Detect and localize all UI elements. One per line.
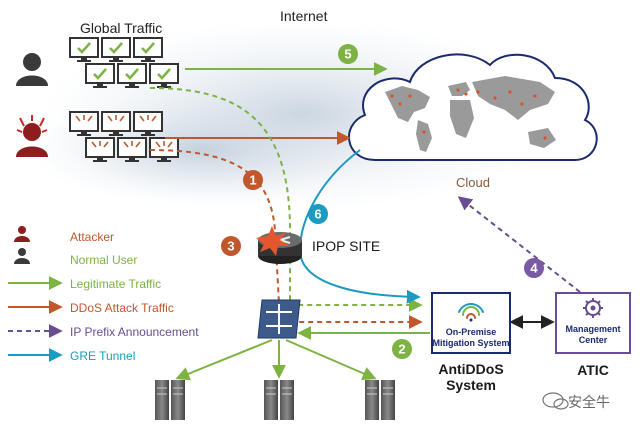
step-number: 4 bbox=[530, 261, 538, 276]
step-1-badge: 1 bbox=[243, 170, 263, 190]
step-number: 5 bbox=[344, 47, 351, 62]
management-center-box bbox=[555, 292, 631, 354]
step-5-badge: 5 bbox=[338, 44, 358, 64]
legend-ip-prefix: IP Prefix Announcement bbox=[70, 325, 199, 339]
switch-to-server-3 bbox=[285, 339, 377, 380]
step-6-badge: 6 bbox=[308, 204, 328, 224]
mitigation-line-1: On-Premise bbox=[445, 327, 497, 337]
step-3-badge: 3 bbox=[221, 236, 241, 256]
attacked-monitor-icon bbox=[133, 111, 163, 136]
attacked-monitor-icon bbox=[101, 111, 131, 136]
legend-gre-tunnel: GRE Tunnel bbox=[70, 349, 136, 363]
legit-dashed-path bbox=[149, 87, 423, 312]
legit-monitor-icon bbox=[117, 63, 147, 88]
prefix-announcement-arrow bbox=[457, 196, 581, 293]
attacked-monitor-icon bbox=[149, 137, 179, 162]
management-line-2: Center bbox=[578, 335, 608, 345]
legend-legitimate-traffic: Legitimate Traffic bbox=[70, 277, 162, 291]
legit-monitor-icon bbox=[69, 37, 99, 62]
step-number: 3 bbox=[227, 239, 234, 254]
legend-attacker: Attacker bbox=[70, 230, 115, 244]
legit-monitor-icon bbox=[85, 63, 115, 88]
global-traffic-label: Global Traffic bbox=[80, 20, 163, 36]
attacked-monitor-icon bbox=[85, 137, 115, 162]
management-center-label: Management Center bbox=[556, 324, 630, 346]
step-4-badge: 4 bbox=[524, 258, 544, 278]
legend-normal-user: Normal User bbox=[70, 253, 138, 267]
legit-monitors bbox=[69, 37, 179, 88]
step-number: 2 bbox=[398, 342, 405, 357]
ipop-site-label: IPOP SITE bbox=[312, 238, 381, 254]
server-icon bbox=[365, 380, 395, 420]
mitigation-line-2: Mitigation System bbox=[432, 338, 510, 348]
mitigation-system-label: On-Premise Mitigation System bbox=[432, 327, 510, 349]
step-number: 6 bbox=[314, 207, 321, 222]
mitigation-system-box bbox=[431, 292, 511, 354]
internet-label: Internet bbox=[280, 8, 328, 24]
attack-points bbox=[390, 88, 547, 140]
attacked-monitor-icon bbox=[117, 137, 147, 162]
watermark-text: 安全牛 bbox=[568, 394, 610, 410]
antiddos-system-label: AntiDDoS System bbox=[431, 361, 511, 393]
step-number: 1 bbox=[249, 173, 256, 188]
legit-monitor-icon bbox=[133, 37, 163, 62]
step-2-badge: 2 bbox=[392, 339, 412, 359]
antiddos-line-2: System bbox=[446, 377, 496, 393]
watermark-icon bbox=[542, 392, 569, 410]
normal-user-icon bbox=[16, 53, 48, 86]
gear-icon bbox=[583, 298, 603, 318]
attack-burst-icon bbox=[256, 226, 290, 256]
legend-symbols bbox=[8, 226, 63, 362]
legit-monitor-icon bbox=[149, 63, 179, 88]
legit-monitor-icon bbox=[101, 37, 131, 62]
antiddos-line-1: AntiDDoS bbox=[438, 361, 504, 377]
switch-icon bbox=[257, 299, 301, 339]
legend-ddos-traffic: DDoS Attack Traffic bbox=[70, 301, 174, 315]
attacker-icon bbox=[16, 115, 48, 157]
attacked-monitor-icon bbox=[69, 111, 99, 136]
world-map bbox=[385, 76, 556, 152]
server-icon bbox=[264, 380, 294, 420]
attack-monitors bbox=[69, 111, 179, 162]
atic-label: ATIC bbox=[577, 362, 609, 378]
switch-to-server-1 bbox=[175, 339, 273, 381]
wifi-icon bbox=[458, 303, 484, 322]
management-line-1: Management bbox=[565, 324, 621, 334]
server-icon bbox=[155, 380, 185, 420]
cloud-label: Cloud bbox=[456, 175, 490, 190]
